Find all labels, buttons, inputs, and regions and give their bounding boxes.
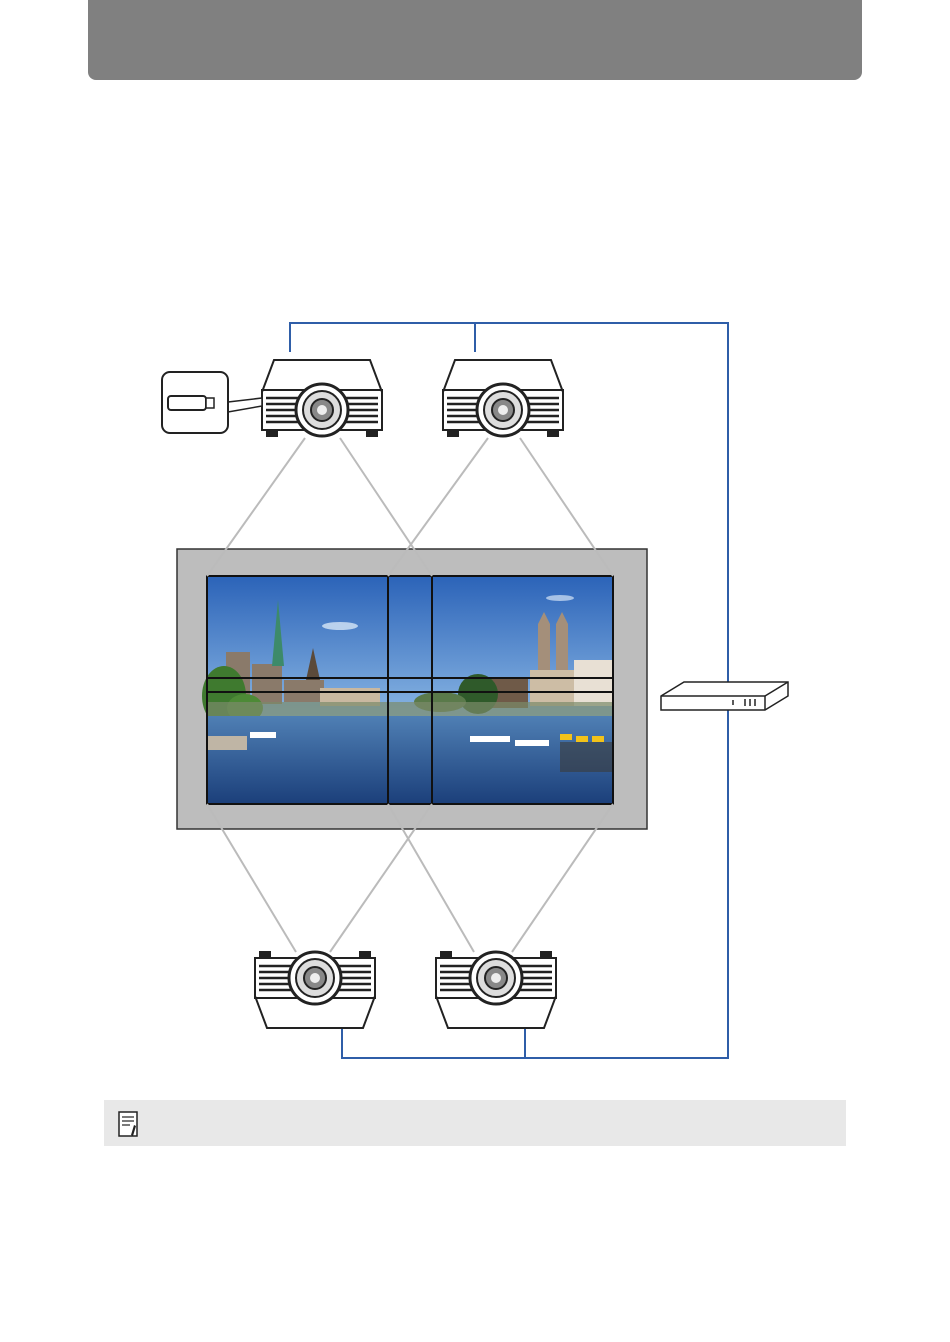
usb-stick-icon xyxy=(162,372,262,433)
projector-icon xyxy=(443,360,563,437)
projector-icon xyxy=(255,951,375,1028)
projector-icon xyxy=(436,951,556,1028)
hub-icon xyxy=(661,682,788,710)
note-box xyxy=(104,1100,846,1146)
note-memo-icon xyxy=(118,1111,138,1137)
projector-icon xyxy=(262,360,382,437)
projected-image xyxy=(202,576,613,804)
